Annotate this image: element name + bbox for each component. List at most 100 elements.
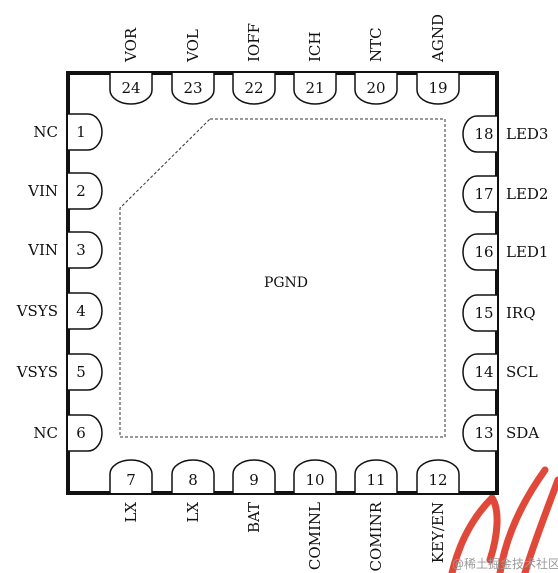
pin-pad bbox=[68, 353, 103, 391]
pin-name: NC bbox=[33, 424, 58, 442]
pin-pad bbox=[462, 175, 497, 213]
pin-name: COMINR bbox=[367, 501, 385, 571]
exposed-pad-label: PGND bbox=[264, 275, 308, 291]
pin-pad bbox=[416, 459, 460, 493]
pin-top-20: 20 NTC bbox=[354, 27, 398, 105]
pin-number: 2 bbox=[76, 182, 86, 200]
watermark-text: @稀土掘金技术社区 bbox=[452, 556, 558, 571]
pin-name: COMINL bbox=[306, 502, 324, 570]
pin-number: 19 bbox=[428, 79, 447, 97]
pin-name: VSYS bbox=[16, 302, 58, 320]
pin-name: ICH bbox=[306, 32, 324, 62]
pin-top-21: 21 ICH bbox=[293, 32, 337, 105]
pin-top-22: 22 IOFF bbox=[232, 23, 276, 105]
pin-number: 3 bbox=[76, 241, 86, 259]
pin-name: LX bbox=[122, 502, 140, 523]
pin-name: LX bbox=[184, 502, 202, 523]
pin-pad bbox=[232, 73, 276, 105]
pin-left-4: 4 VSYS bbox=[16, 292, 103, 330]
pin-pad bbox=[171, 459, 215, 493]
pin-number: 17 bbox=[474, 185, 493, 203]
pin-name: VOR bbox=[122, 27, 140, 63]
pin-top-19: 19 AGND bbox=[416, 14, 460, 105]
pin-number: 8 bbox=[188, 471, 198, 489]
pin-number: 10 bbox=[305, 471, 324, 489]
pin-number: 16 bbox=[474, 243, 493, 261]
pin-right-14: 14 SCL bbox=[462, 353, 538, 391]
pin-name: VOL bbox=[184, 29, 202, 63]
pin-pad bbox=[462, 233, 497, 271]
pin-pad bbox=[109, 73, 153, 105]
pin-pad bbox=[354, 73, 398, 105]
pin-right-18: 18 LED3 bbox=[462, 115, 548, 153]
pin-name: IOFF bbox=[245, 23, 263, 62]
pin-left-1: 1 NC bbox=[33, 113, 103, 151]
pin-name: IRQ bbox=[506, 304, 536, 322]
pin-number: 1 bbox=[76, 123, 86, 141]
pin-right-13: 13 SDA bbox=[462, 414, 539, 452]
pin-pad bbox=[293, 73, 337, 105]
pin-number: 6 bbox=[76, 424, 86, 442]
pin-number: 9 bbox=[249, 471, 259, 489]
pin-number: 14 bbox=[474, 363, 493, 381]
pin-pad bbox=[109, 459, 153, 493]
watermark-strokes bbox=[448, 466, 558, 573]
pin-name: BAT bbox=[245, 502, 263, 533]
pin-left-3: 3 VIN bbox=[27, 231, 103, 269]
pin-pad bbox=[462, 115, 497, 153]
pin-pad bbox=[232, 459, 276, 493]
pin-number: 23 bbox=[183, 79, 202, 97]
pin-number: 12 bbox=[428, 471, 447, 489]
pin-pad bbox=[68, 231, 103, 269]
pin-number: 13 bbox=[474, 424, 493, 442]
pin-number: 11 bbox=[366, 471, 385, 489]
pin-name: LED3 bbox=[506, 125, 548, 143]
pin-pad bbox=[68, 172, 103, 210]
pin-right-15: 15 IRQ bbox=[462, 294, 536, 332]
package-body bbox=[66, 71, 499, 495]
pin-left-5: 5 VSYS bbox=[16, 353, 103, 391]
pin-top-23: 23 VOL bbox=[171, 29, 215, 105]
pin-pad bbox=[462, 414, 497, 452]
pin-number: 22 bbox=[244, 79, 263, 97]
pin-pad bbox=[462, 353, 497, 391]
pin-name: SDA bbox=[506, 424, 539, 442]
pin-bottom-8: 8LX bbox=[171, 459, 215, 523]
pin-pad bbox=[354, 459, 398, 493]
pin-pad bbox=[68, 414, 103, 452]
pin-name: NC bbox=[33, 123, 58, 141]
pin-number: 18 bbox=[474, 125, 493, 143]
exposed-pad-outline bbox=[119, 118, 446, 438]
pin-number: 20 bbox=[366, 79, 385, 97]
pin-pad bbox=[68, 292, 103, 330]
pin-name: VSYS bbox=[16, 363, 58, 381]
pin-number: 5 bbox=[76, 363, 86, 381]
pin-top-24: 24 VOR bbox=[109, 27, 153, 105]
pin-number: 15 bbox=[474, 304, 493, 322]
pin-name: AGND bbox=[429, 14, 447, 63]
pin-name: VIN bbox=[27, 182, 58, 200]
pin-pad bbox=[416, 73, 460, 105]
pin-name: KEY/EN bbox=[429, 502, 447, 563]
pin-number: 7 bbox=[126, 471, 136, 489]
pin-name: NTC bbox=[367, 27, 385, 62]
pin-bottom-7: 7LX bbox=[109, 459, 153, 523]
pin-name: VIN bbox=[27, 241, 58, 259]
pin-right-16: 16 LED1 bbox=[462, 233, 548, 271]
pin-number: 24 bbox=[121, 79, 140, 97]
pin-number: 4 bbox=[76, 302, 86, 320]
pin-pad bbox=[293, 459, 337, 493]
pin-name: LED1 bbox=[506, 243, 548, 261]
pin-pad bbox=[462, 294, 497, 332]
pin-left-6: 6 NC bbox=[33, 414, 103, 452]
pin-number: 21 bbox=[305, 79, 324, 97]
pin-pad bbox=[171, 73, 215, 105]
pin-name: SCL bbox=[506, 363, 538, 381]
pin-pad bbox=[68, 113, 103, 151]
